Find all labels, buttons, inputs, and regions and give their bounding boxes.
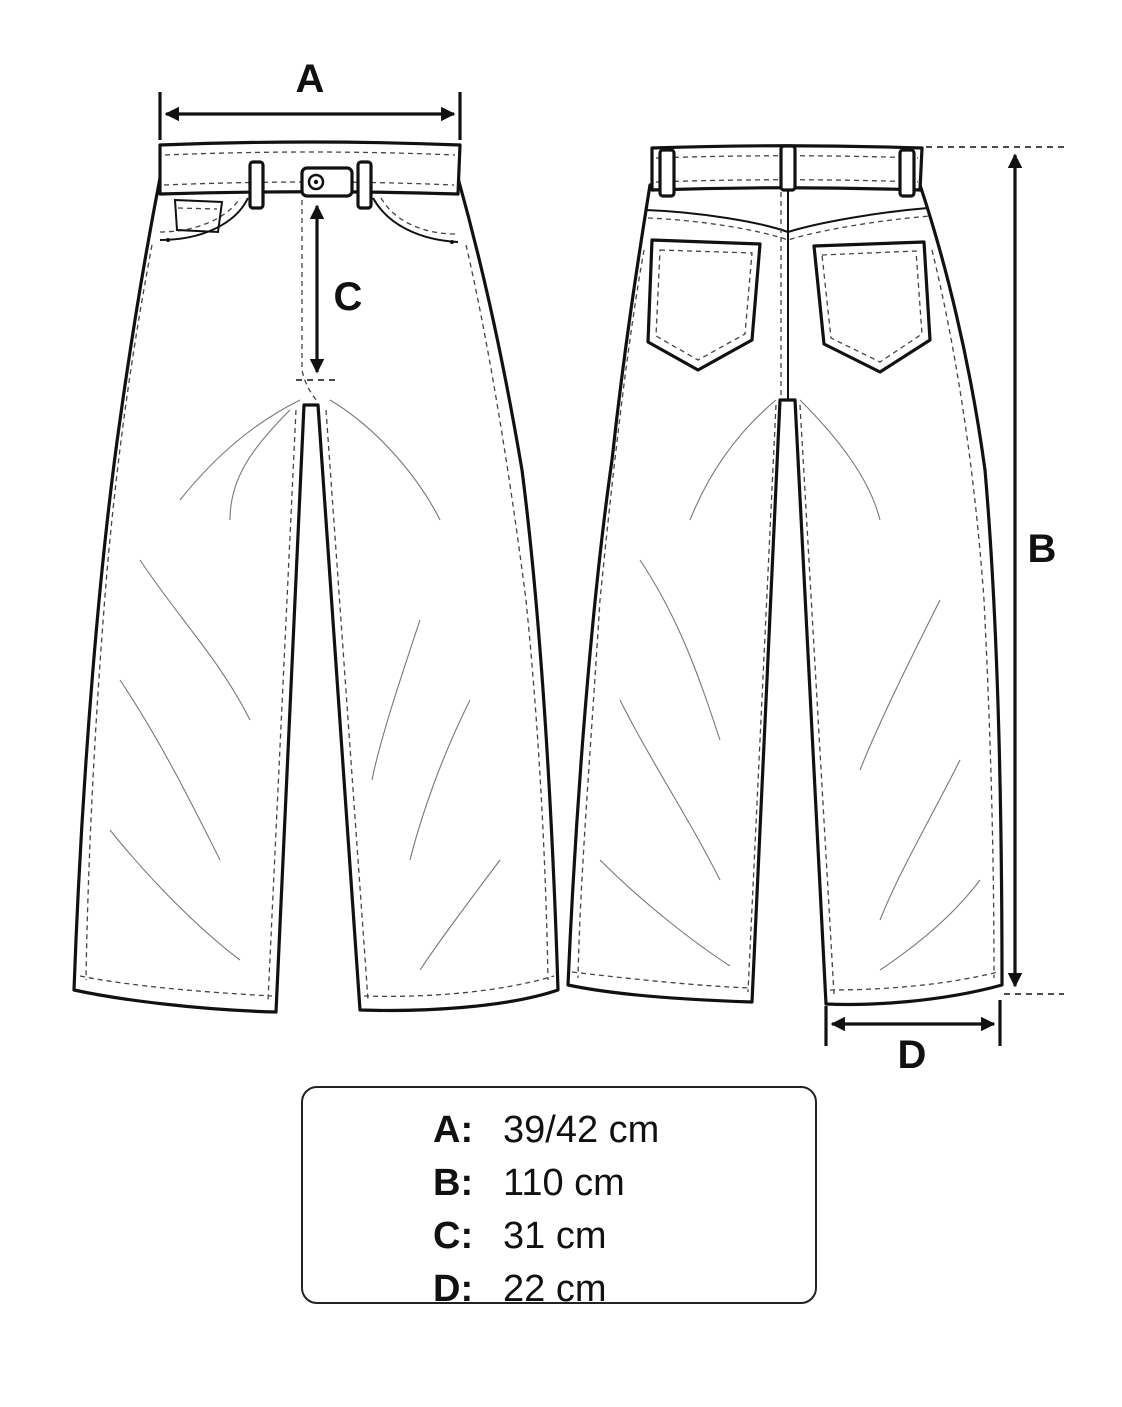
- back-belt-loop-left: [658, 148, 676, 198]
- back-view: [566, 144, 1004, 1007]
- dimension-d: D: [824, 1000, 1002, 1077]
- dimension-b: B: [926, 146, 1064, 995]
- label-b: B: [1028, 527, 1057, 571]
- measurement-key: B:: [433, 1161, 474, 1204]
- measurement-value: 22 cm: [503, 1267, 607, 1310]
- back-belt-loop-right: [898, 148, 916, 198]
- measurement-table: A: 39/42 cm B: 110 cm C: 31 cm D: 22 cm: [301, 1086, 817, 1310]
- measurement-row-c: C: 31 cm: [433, 1211, 606, 1261]
- measurement-key: C:: [433, 1214, 474, 1257]
- measurement-row-b: B: 110 cm: [433, 1158, 625, 1208]
- measurement-row-a: A: 39/42 cm: [433, 1105, 659, 1155]
- label-a: A: [296, 57, 325, 101]
- measurement-row-d: D: 22 cm: [433, 1264, 606, 1314]
- back-pocket-left: [646, 238, 762, 372]
- measurement-value: 39/42 cm: [503, 1108, 660, 1151]
- front-pocket-right: [372, 197, 459, 243]
- front-pocket-left: [159, 197, 249, 241]
- measurement-key: A:: [433, 1108, 474, 1151]
- back-belt-loop-center: [779, 144, 797, 192]
- front-belt-loop-right: [356, 160, 373, 210]
- front-body-outline: [72, 176, 560, 1014]
- measurement-key: D:: [433, 1267, 474, 1310]
- front-belt-loop-left: [248, 160, 265, 210]
- front-view: [72, 140, 560, 1014]
- back-body-outline: [566, 183, 1004, 1007]
- dimension-c: C: [296, 204, 363, 381]
- measurement-value: 31 cm: [503, 1214, 607, 1257]
- label-d: D: [898, 1033, 927, 1077]
- front-coin-pocket: [173, 198, 224, 234]
- measurement-value: 110 cm: [503, 1161, 625, 1204]
- dimension-a: A: [158, 57, 462, 140]
- back-pocket-right: [812, 240, 932, 374]
- label-c: C: [334, 275, 363, 319]
